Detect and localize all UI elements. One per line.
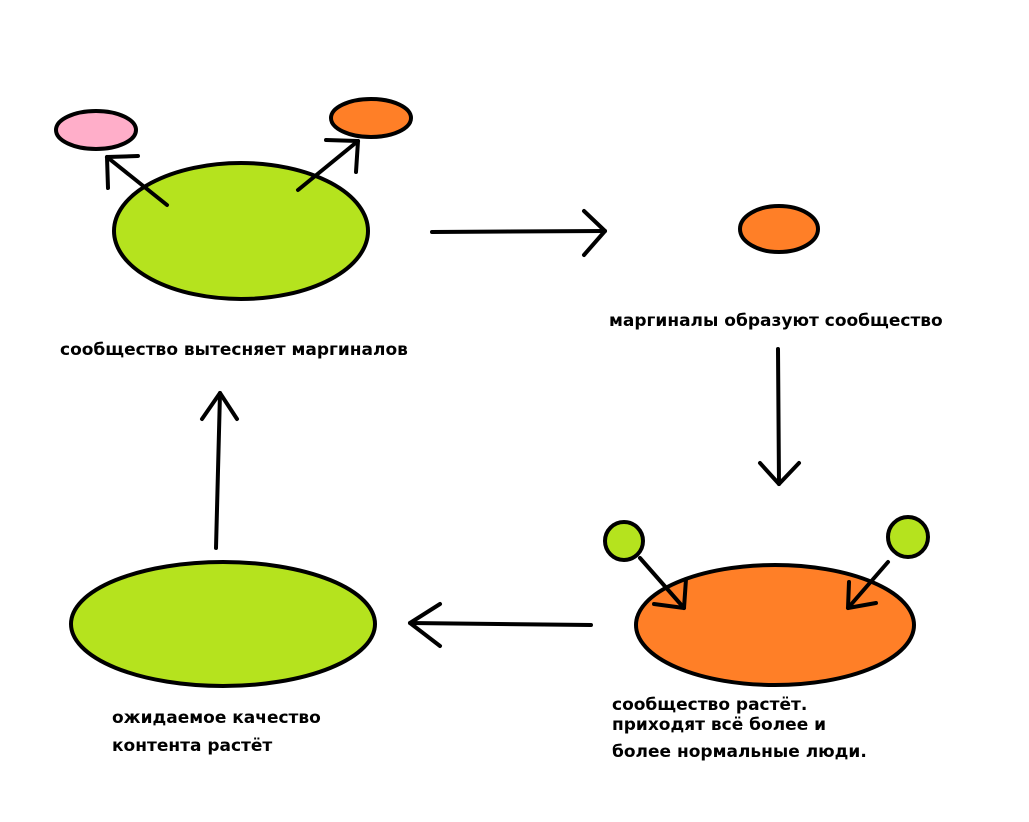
label-quality-grows-line-2: контента растёт <box>112 736 273 756</box>
marginal-pink-ellipse <box>54 109 138 151</box>
label-quality-grows-line-1: ожидаемое качество <box>112 708 321 728</box>
label-community-grows-line-2: приходят всё более и <box>612 715 827 735</box>
push-out-arrow-left <box>105 154 169 207</box>
label-community-grows-line-3: более нормальные люди. <box>612 742 867 762</box>
arrow-up-left <box>200 391 239 550</box>
marginal-orange-ellipse-right <box>738 204 820 254</box>
arrow-right-top <box>430 209 607 257</box>
push-out-arrow-right <box>296 138 360 192</box>
label-community-grows-line-1: сообщество растёт. <box>612 695 808 715</box>
newcomer-green-circle-left <box>603 520 645 562</box>
arrow-left-bottom <box>408 602 593 648</box>
arrow-down-right <box>758 347 801 486</box>
community-ellipse-top-left <box>112 161 370 301</box>
newcomer-green-circle-right <box>886 515 930 559</box>
label-marginals-form-community: маргиналы образуют сообщество <box>609 311 943 331</box>
label-community-pushes-out-marginals: сообщество вытесняет маргиналов <box>60 340 408 360</box>
marginal-orange-ellipse-top <box>329 97 413 139</box>
join-arrow-left <box>638 556 688 610</box>
join-arrow-right <box>846 560 890 610</box>
community-ellipse-bottom-left <box>69 560 377 688</box>
community-orange-ellipse-large <box>634 563 916 687</box>
